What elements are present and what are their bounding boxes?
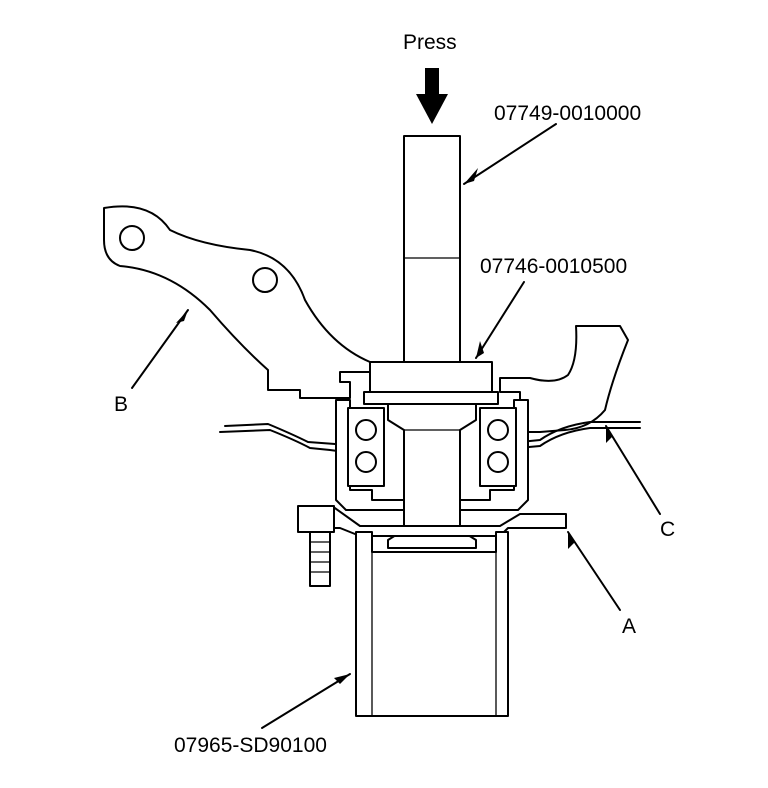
attachment-lip: [363, 391, 499, 405]
part-c-label: C: [660, 518, 676, 541]
down-arrow-icon: [416, 68, 448, 124]
part-b-label: B: [114, 393, 129, 416]
splash-shield-left-2: [224, 423, 351, 447]
hub-flange: [299, 505, 567, 537]
part-a-label: A: [622, 615, 637, 638]
driver-shaft: [403, 135, 461, 365]
leader-arrowheads: [176, 168, 613, 684]
splash-shield-right: [517, 427, 641, 449]
bearing-left: [347, 407, 385, 487]
splash-shield-left: [219, 429, 346, 453]
tool-support-label: 07965-SD90100: [174, 734, 327, 757]
knuckle-right-arm: [499, 325, 629, 433]
support-base: [355, 531, 509, 717]
wheel-stud: [297, 505, 335, 587]
knuckle-hole-lower: [252, 267, 278, 293]
tool-driver-label: 07749-0010000: [494, 102, 642, 125]
splash-shield-right-2: [519, 421, 641, 443]
press-label: Press: [403, 31, 457, 54]
leader-lines: [131, 123, 661, 729]
tool-attachment-label: 07746-0010500: [480, 255, 628, 278]
knuckle-hole-upper: [119, 225, 145, 251]
bearing-right: [479, 407, 517, 487]
